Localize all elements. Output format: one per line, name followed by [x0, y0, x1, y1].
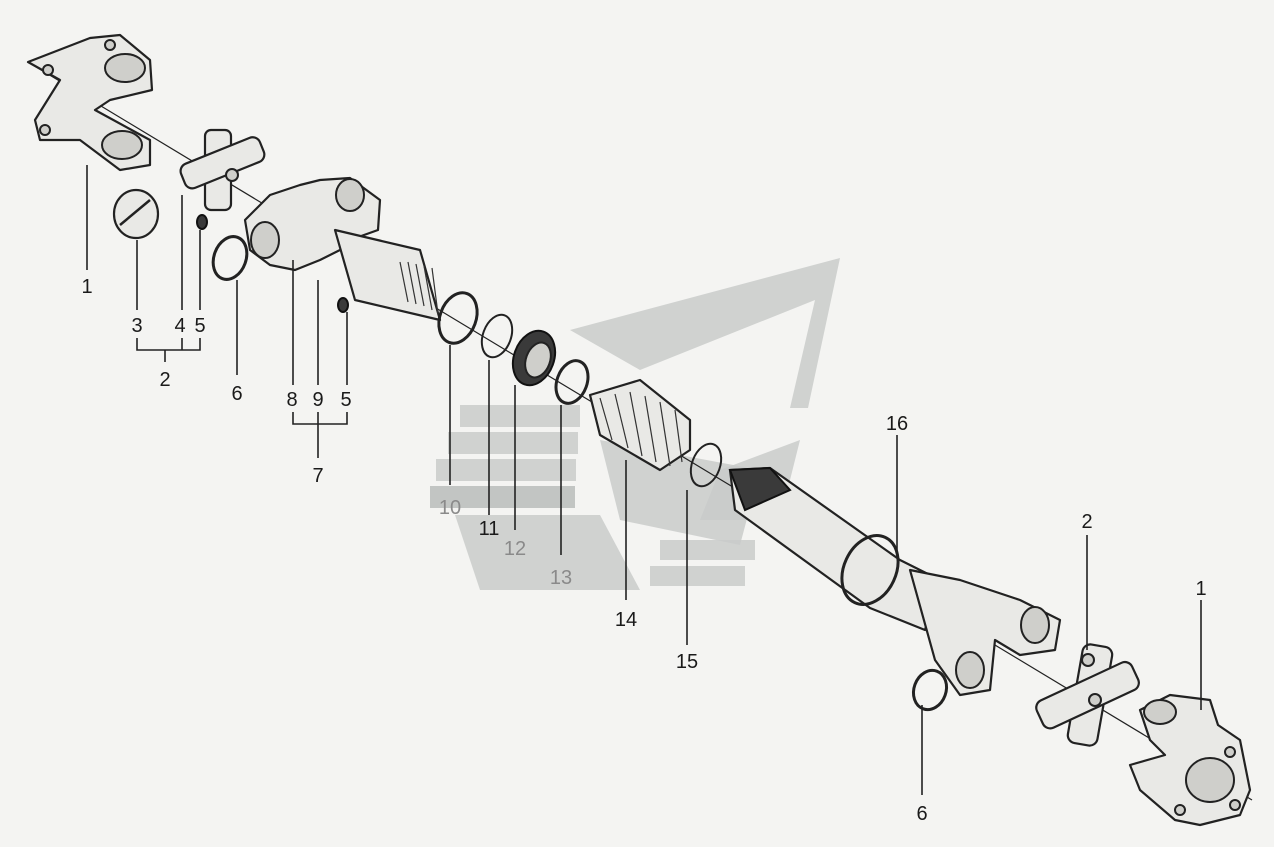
watermark-stripe: [570, 258, 840, 408]
callout-5-left: 5: [194, 315, 205, 337]
callout-8: 8: [286, 389, 297, 411]
clamp-15: [689, 442, 723, 488]
seal-12-bore: [524, 341, 552, 379]
callout-14: 14: [615, 609, 637, 631]
universal-joint-cross-right: [1035, 643, 1140, 747]
callout-1-left: 1: [81, 276, 92, 298]
leader-lines: [86, 165, 1202, 795]
callout-10: 10: [439, 497, 461, 519]
universal-joint-cross-left: [179, 128, 266, 212]
rubber-boot-14: [588, 378, 692, 472]
watermark-bar: [448, 432, 578, 454]
propeller-shaft-16: [728, 466, 1062, 697]
watermark-bar: [660, 540, 755, 560]
callout-11: 11: [479, 518, 500, 540]
callout-9: 9: [312, 389, 323, 411]
callout-7: 7: [312, 465, 323, 487]
flange-yoke-left: [26, 33, 154, 172]
callout-6-right: 6: [916, 803, 927, 825]
callout-1-right: 1: [1195, 578, 1206, 600]
washer-11: [480, 313, 514, 359]
slip-yoke: [243, 176, 442, 322]
circlip-right: [911, 668, 949, 712]
callout-15: 15: [676, 651, 698, 673]
watermark-block: [455, 515, 640, 590]
sleeve-splines: [399, 261, 439, 315]
callout-16: 16: [886, 413, 908, 435]
callout-13: 13: [550, 567, 572, 589]
callout-2-right: 2: [1081, 511, 1092, 533]
watermark-bar: [650, 566, 745, 586]
callout-2-left: 2: [159, 369, 170, 391]
flange-yoke-right: [1128, 693, 1252, 827]
watermark-bar: [436, 459, 576, 481]
callout-5-mid: 5: [340, 389, 351, 411]
watermark-bar: [430, 486, 575, 508]
callout-12: 12: [504, 538, 526, 560]
seal-ring-10: [437, 291, 479, 345]
circlip-left: [211, 235, 249, 281]
watermark-bar: [460, 405, 580, 427]
bearing-cap: [112, 188, 208, 240]
callout-labels: 1 3 4 5 2 6 8 9 5 7 10 11 12 13 14 15 16…: [81, 276, 1206, 825]
ring-13: [554, 359, 590, 405]
callout-6-left: 6: [231, 383, 242, 405]
callout-4: 4: [174, 315, 185, 337]
callout-3: 3: [131, 315, 142, 337]
